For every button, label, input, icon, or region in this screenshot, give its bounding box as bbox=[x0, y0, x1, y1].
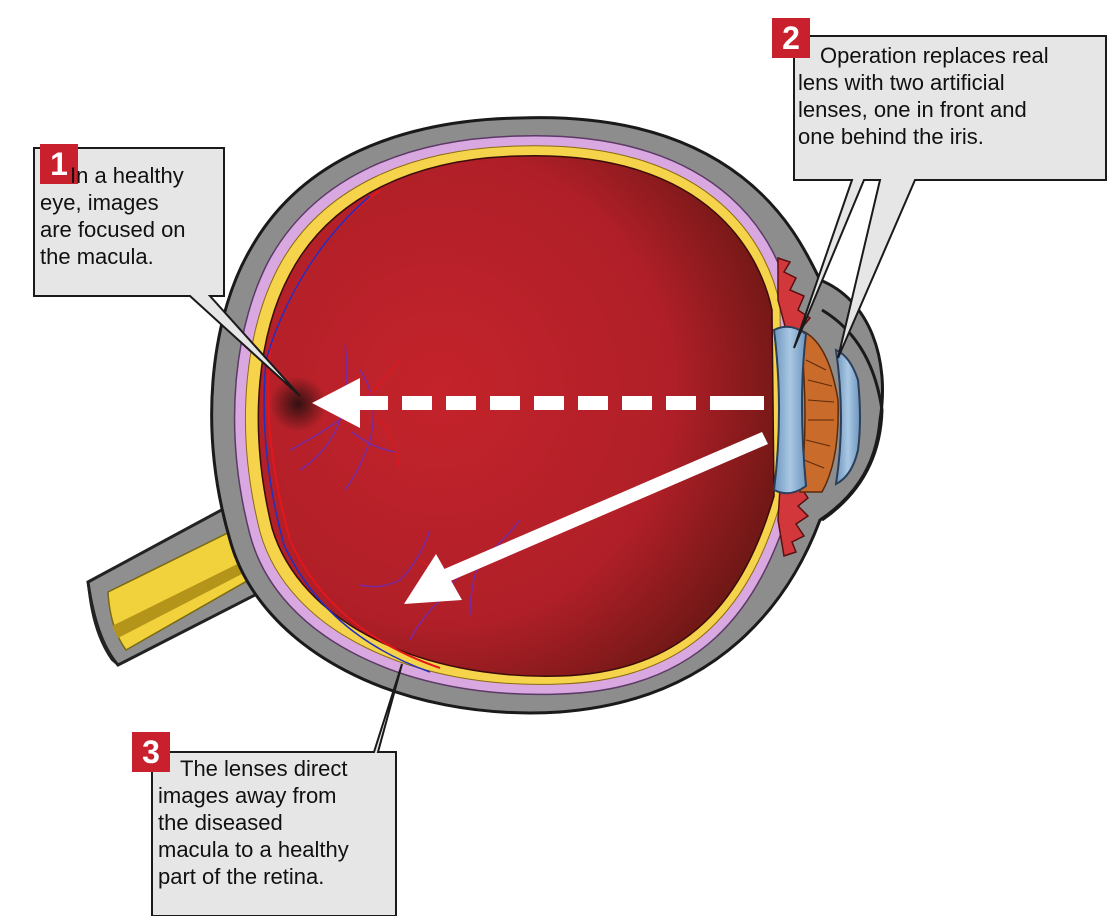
callout-2-text: Operation replaces real lens with two ar… bbox=[798, 42, 1104, 150]
vitreous-body bbox=[258, 156, 774, 676]
callout-1-text: In a healthy eye, images are focused on … bbox=[40, 162, 220, 270]
callout-3-text: The lenses direct images away from the d… bbox=[158, 755, 394, 890]
artificial-lens-posterior bbox=[774, 327, 806, 493]
